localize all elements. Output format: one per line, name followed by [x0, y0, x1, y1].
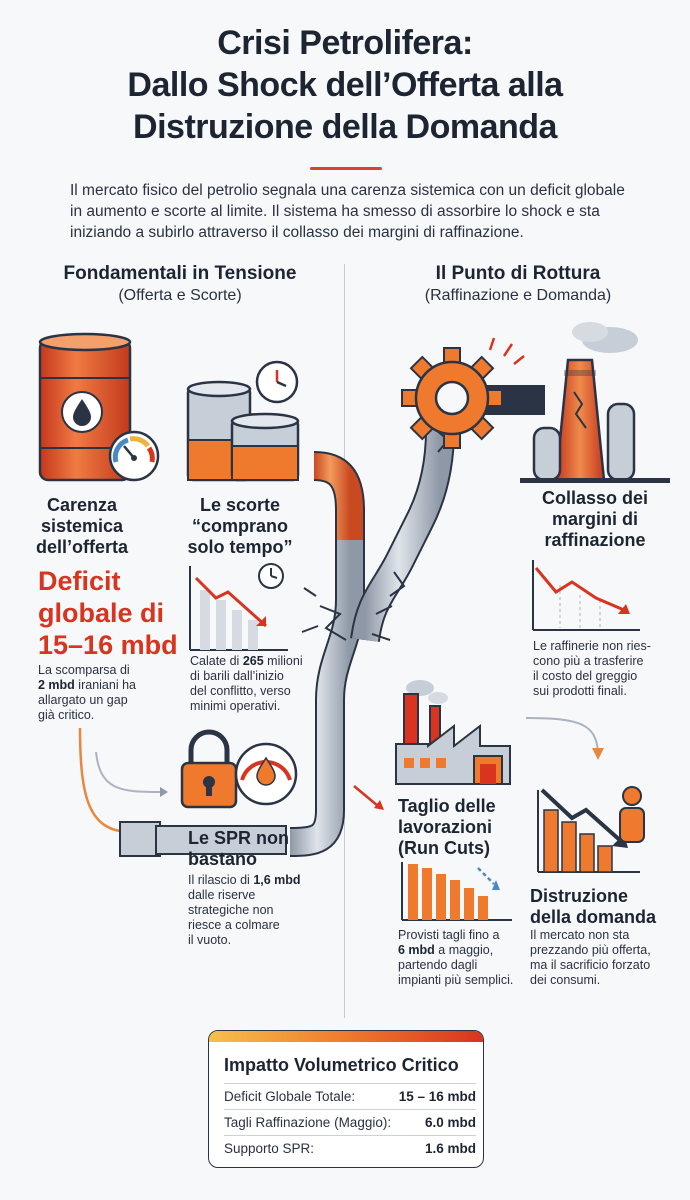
summary-accent-bar — [209, 1031, 483, 1042]
left-heading: Fondamentali in Tensione — [63, 263, 297, 284]
runcuts-note: Provisti tagli fino a 6 mbd a maggio, pa… — [398, 928, 514, 987]
supply-note: La scomparsa di 2 mbd iraniani ha allarg… — [38, 663, 136, 722]
stocks-decline-chart — [189, 566, 288, 651]
summary-box: Impatto Volumetrico Critico Deficit Glob… — [208, 1030, 484, 1168]
gauge-drop-icon — [234, 742, 298, 806]
summary-row-value: 6.0 mbd — [424, 1115, 476, 1130]
title-line-3: Distruzione della Domanda — [133, 108, 557, 146]
title-line-2: Dallo Shock dell’Offerta alla — [127, 66, 563, 104]
spr-note: Il rilascio di 1,6 mbd dalle riserve str… — [188, 873, 301, 947]
right-heading: Il Punto di Rottura — [435, 263, 601, 284]
refinery-icon — [520, 322, 670, 483]
padlock-icon — [180, 729, 238, 809]
small-clock-icon — [258, 563, 284, 589]
storage-tank-icon — [186, 380, 300, 482]
stocks-label: Le scorte “comprano solo tempo” — [187, 495, 293, 557]
supply-label: Carenza sistemica dell’offerta — [35, 495, 128, 557]
deficit-headline: Deficit globale di 15–16 mbd — [38, 566, 178, 660]
gauge-icon — [108, 430, 160, 482]
margins-decline-chart — [532, 560, 640, 631]
summary-row: Supporto SPR: 1.6 mbd — [224, 1135, 476, 1161]
demand-note: Il mercato non sta prezzando più offerta… — [530, 928, 651, 987]
title-line-1: Crisi Petrolifera: — [217, 24, 473, 62]
margins-label: Collasso dei margini di raffinazione — [541, 488, 649, 550]
summary-row-value: 15 – 16 mbd — [398, 1089, 476, 1104]
right-subheading: (Raffinazione e Domanda) — [424, 287, 612, 304]
pipeline-graphic — [119, 385, 545, 857]
summary-row-label: Tagli Raffinazione (Maggio): — [224, 1115, 392, 1130]
clock-icon — [255, 360, 299, 404]
factory-icon — [395, 680, 511, 785]
summary-row-value: 1.6 mbd — [424, 1141, 476, 1156]
summary-title: Impatto Volumetrico Critico — [224, 1055, 459, 1075]
summary-row-label: Supporto SPR: — [224, 1141, 315, 1156]
runcuts-label: Taglio delle lavorazioni (Run Cuts) — [398, 796, 496, 858]
intro-paragraph: Il mercato fisico del petrolio segnala u… — [70, 182, 625, 241]
demand-decline-chart — [537, 788, 640, 873]
margins-note: Le raffinerie non ries- cono più a trasf… — [533, 639, 651, 698]
person-icon — [619, 786, 645, 843]
left-subheading: (Offerta e Scorte) — [118, 287, 242, 304]
summary-row: Deficit Globale Totale: 15 – 16 mbd — [224, 1083, 476, 1109]
gear-icon — [401, 347, 503, 449]
summary-row-label: Deficit Globale Totale: — [224, 1089, 356, 1104]
runcuts-bar-chart — [401, 862, 512, 921]
page-title: Crisi Petrolifera: Dallo Shock dell’Offe… — [0, 22, 690, 148]
spr-label: Le SPR non bastano — [188, 828, 290, 869]
summary-row: Tagli Raffinazione (Maggio): 6.0 mbd — [224, 1109, 476, 1135]
oil-barrel-icon — [38, 332, 132, 482]
stocks-note: Calate di 265 milioni di barili dall’ini… — [190, 654, 303, 713]
title-divider — [310, 167, 382, 170]
demand-label: Distruzione della domanda — [530, 886, 657, 927]
